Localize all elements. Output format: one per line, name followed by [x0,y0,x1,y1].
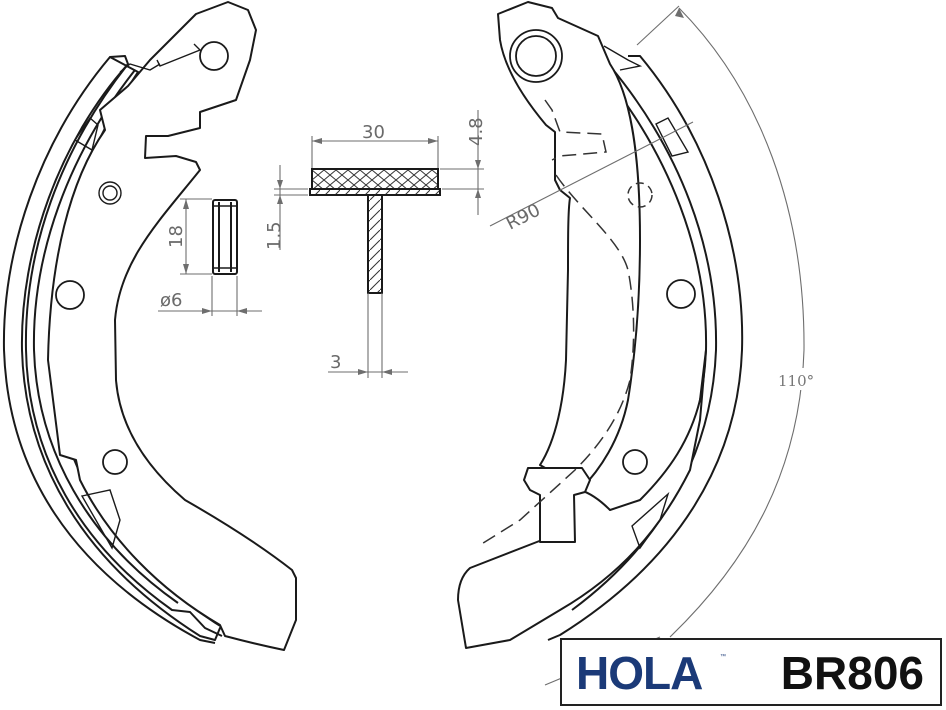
right-shoe-hidden-edge [479,99,635,546]
left-shoe-hole-middle [55,280,85,310]
cross-section-profile: 30 4.8 1.5 3 [264,110,487,378]
total-thickness-label: 4.8 [466,117,487,146]
right-shoe-hole-bottom [622,449,648,475]
left-shoe-hole-top [199,41,229,71]
radius-label: R90 [503,200,544,235]
left-shoe-tab-top [156,43,202,67]
pin-diameter-label: ø6 [160,290,182,311]
adjuster-pin: 18 ø6 [158,198,262,316]
left-shoe-clip [98,181,122,205]
lining-width-label: 30 [362,122,385,143]
right-shoe-adjuster-tab [523,467,591,543]
right-shoe-lining-outer [547,55,744,641]
lining-section [311,168,439,190]
trademark-symbol: ™ [720,654,726,660]
web-thickness-label: 3 [330,352,341,373]
left-brake-shoe [2,1,297,651]
web-section [367,194,383,294]
part-number: BR806 [780,647,924,699]
right-shoe-web-lower [457,349,707,649]
left-shoe-lining-outer [2,56,216,644]
left-shoe-rim-outer [24,63,223,637]
pin-length-label: 18 [166,225,187,248]
pin-body [212,199,238,275]
left-shoe-web [47,1,297,651]
angle-label: 110° [778,372,814,390]
brand-logo: HOLA [576,647,703,699]
title-block: HOLA ™ BR806 [560,638,942,706]
right-shoe-hidden-hole [627,182,653,208]
right-brake-shoe [457,1,744,649]
left-shoe-hole-bottom [102,449,128,475]
right-shoe-hole-middle [666,279,696,309]
web-gap-label: 1.5 [264,221,285,250]
